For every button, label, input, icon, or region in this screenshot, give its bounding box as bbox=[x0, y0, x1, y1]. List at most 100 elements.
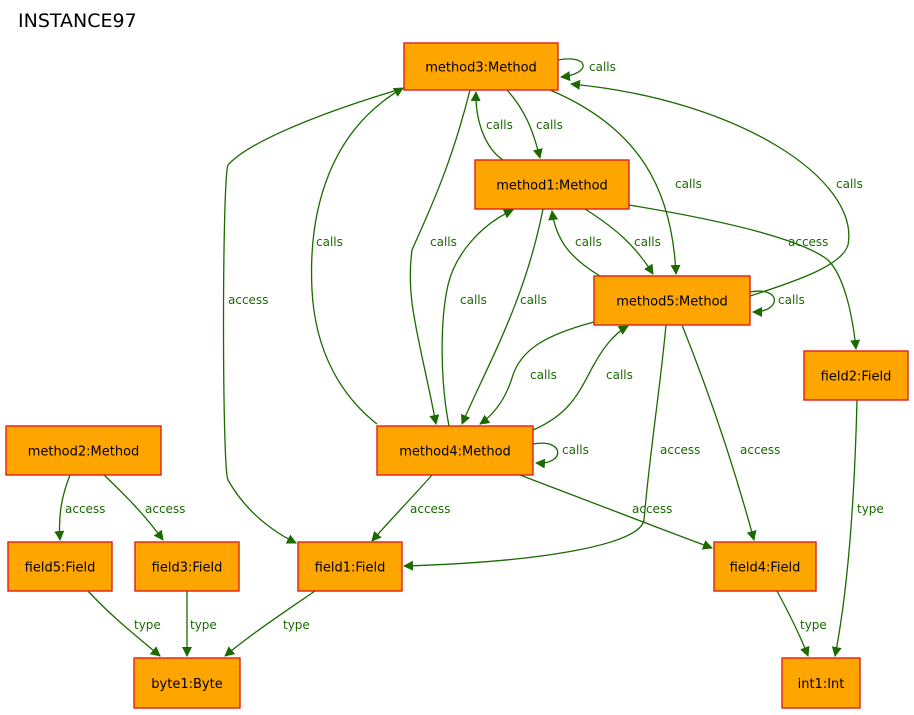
node-field1: field1:Field bbox=[297, 541, 403, 592]
edge-label: calls bbox=[836, 177, 863, 191]
edge-method2-to-field3: access bbox=[103, 474, 185, 541]
edge-line bbox=[403, 324, 667, 571]
edge-field4-to-int1: type bbox=[776, 590, 827, 657]
edge-method5-to-field1: access bbox=[403, 324, 700, 571]
node-method3: method3:Method bbox=[403, 42, 559, 91]
edge-line bbox=[549, 89, 681, 275]
edge-line bbox=[461, 208, 544, 425]
edge-line bbox=[570, 79, 850, 297]
edge-line bbox=[532, 442, 559, 469]
node-label: method1:Method bbox=[496, 179, 608, 194]
node-field2: field2:Field bbox=[803, 350, 909, 401]
edge-label: access bbox=[632, 502, 672, 516]
edge-label: calls bbox=[589, 60, 616, 74]
node-box bbox=[474, 159, 630, 210]
node-box bbox=[5, 425, 162, 476]
node-box bbox=[593, 275, 751, 326]
edge-field3-to-byte1: type bbox=[182, 590, 217, 657]
node-label: method3:Method bbox=[425, 61, 537, 76]
edge-line bbox=[548, 210, 601, 277]
edge-method3-to-method3: calls bbox=[557, 58, 616, 82]
edge-line bbox=[831, 399, 858, 657]
edge-label: calls bbox=[778, 293, 805, 307]
edge-line bbox=[557, 58, 584, 82]
edge-label: access bbox=[65, 502, 105, 516]
edge-method3-to-field1: access bbox=[222, 87, 405, 544]
edge-method1-to-method5: calls bbox=[584, 208, 661, 275]
edge-method4-to-field4: access bbox=[519, 474, 713, 550]
node-byte1: byte1:Byte bbox=[133, 657, 241, 709]
node-label: byte1:Byte bbox=[151, 677, 222, 692]
edge-label: access bbox=[410, 502, 450, 516]
node-field5: field5:Field bbox=[7, 541, 113, 592]
edge-label: access bbox=[740, 443, 780, 457]
edge-line bbox=[224, 590, 316, 657]
edge-method3-to-method5: calls bbox=[549, 89, 702, 275]
edge-method5-to-method4: calls bbox=[479, 321, 595, 425]
edge-line bbox=[628, 204, 861, 350]
edge-line bbox=[584, 208, 654, 275]
node-box bbox=[7, 541, 113, 592]
node-field3: field3:Field bbox=[134, 541, 240, 592]
edge-method1-to-field2: access bbox=[628, 204, 861, 350]
edge-line bbox=[87, 590, 161, 657]
node-method2: method2:Method bbox=[5, 425, 162, 476]
edge-label: calls bbox=[316, 235, 343, 249]
edge-line bbox=[776, 590, 810, 657]
edge-line bbox=[371, 474, 433, 542]
node-box bbox=[403, 42, 559, 91]
node-label: field4:Field bbox=[730, 561, 801, 576]
edge-label: calls bbox=[575, 235, 602, 249]
node-field4: field4:Field bbox=[713, 541, 817, 592]
edge-line bbox=[310, 87, 404, 425]
node-label: field2:Field bbox=[821, 370, 892, 385]
node-label: method2:Method bbox=[28, 445, 140, 460]
node-label: method4:Method bbox=[399, 445, 511, 460]
edge-method1-to-method4: calls bbox=[461, 208, 547, 425]
edge-line bbox=[441, 209, 514, 427]
edge-field5-to-byte1: type bbox=[87, 590, 161, 657]
node-label: method5:Method bbox=[616, 295, 728, 310]
edge-label: type bbox=[283, 618, 310, 632]
node-method5: method5:Method bbox=[593, 275, 751, 326]
edge-method5-to-method5: calls bbox=[749, 290, 805, 317]
edge-label: access bbox=[145, 502, 185, 516]
edge-field2-to-int1: type bbox=[831, 399, 884, 657]
node-label: int1:Int bbox=[798, 677, 845, 692]
node-box bbox=[134, 541, 240, 592]
edge-label: calls bbox=[460, 293, 487, 307]
edge-method3-to-method4: calls bbox=[409, 89, 471, 425]
edge-method5-to-method1: calls bbox=[548, 210, 602, 277]
edge-label: calls bbox=[606, 368, 633, 382]
edge-label: type bbox=[800, 618, 827, 632]
edge-line bbox=[103, 474, 164, 541]
edge-line bbox=[479, 321, 595, 425]
node-box bbox=[133, 657, 241, 709]
node-box bbox=[376, 425, 534, 476]
edge-label: type bbox=[857, 502, 884, 516]
edge-line bbox=[409, 89, 471, 425]
node-box bbox=[803, 350, 909, 401]
edge-line bbox=[222, 87, 405, 544]
diagram-title: INSTANCE97 bbox=[18, 10, 137, 32]
edge-line bbox=[506, 89, 543, 159]
edge-method4-to-method4: calls bbox=[532, 442, 589, 469]
edge-method4-to-method5: calls bbox=[532, 325, 633, 431]
edge-label: calls bbox=[675, 177, 702, 191]
edge-method3-to-method1: calls bbox=[506, 89, 563, 159]
edge-label: calls bbox=[430, 235, 457, 249]
node-label: field1:Field bbox=[315, 561, 386, 576]
node-box bbox=[781, 657, 861, 709]
node-int1: int1:Int bbox=[781, 657, 861, 709]
edge-method2-to-field5: access bbox=[54, 474, 105, 541]
edge-line bbox=[532, 325, 629, 431]
edge-label: access bbox=[660, 443, 700, 457]
edge-label: calls bbox=[486, 118, 513, 132]
edge-method4-to-method3: calls bbox=[310, 87, 404, 425]
edge-line bbox=[470, 91, 504, 161]
edge-label: calls bbox=[634, 235, 661, 249]
edge-method1-to-method3: calls bbox=[470, 91, 513, 161]
edge-label: access bbox=[788, 235, 828, 249]
